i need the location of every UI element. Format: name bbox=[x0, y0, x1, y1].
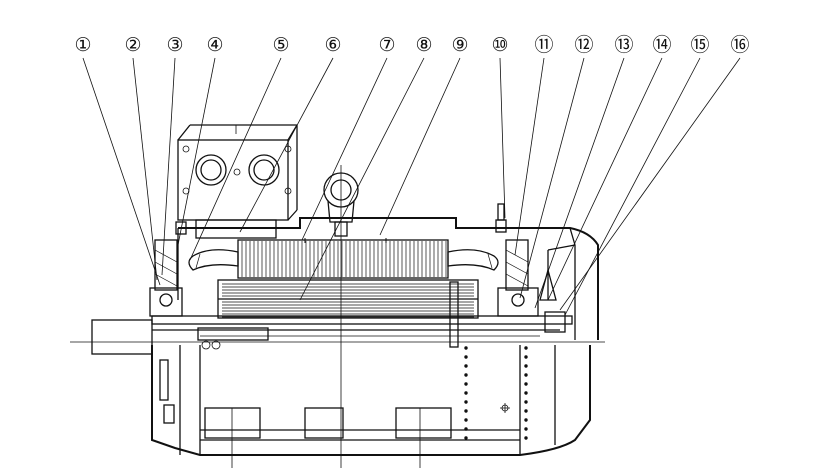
callout-13: ⑬ bbox=[614, 34, 633, 56]
lifting-eye bbox=[323, 172, 359, 237]
stator-core bbox=[237, 238, 449, 279]
fin-dot bbox=[464, 418, 468, 422]
callout-5: ⑤ bbox=[272, 34, 289, 56]
leader-line-7 bbox=[301, 57, 388, 241]
leader-line-2 bbox=[132, 57, 158, 281]
fin-dot bbox=[464, 364, 468, 368]
fin-dot bbox=[464, 436, 468, 440]
rotor bbox=[217, 279, 479, 348]
callout-3: ③ bbox=[166, 34, 183, 56]
callout-2: ② bbox=[124, 34, 141, 56]
fin-dot bbox=[524, 436, 528, 440]
callout-11: ⑪ bbox=[534, 34, 553, 56]
leader-line-11 bbox=[514, 57, 545, 256]
leader-line-5 bbox=[189, 57, 282, 261]
callout-4: ④ bbox=[206, 34, 223, 56]
leader-line-4 bbox=[177, 57, 216, 246]
end-windings bbox=[188, 249, 499, 271]
fin-dot bbox=[524, 355, 528, 359]
fin-dot bbox=[464, 391, 468, 395]
fin-dot bbox=[524, 382, 528, 386]
callout-15: ⑮ bbox=[690, 34, 709, 56]
fin-dot bbox=[464, 400, 468, 404]
leader-line-14 bbox=[547, 57, 663, 301]
leader-line-8 bbox=[299, 57, 425, 301]
drive-end-bearing bbox=[149, 239, 183, 317]
frame-outline bbox=[177, 217, 599, 340]
leader-lines bbox=[82, 57, 741, 316]
leader-line-10 bbox=[499, 57, 506, 219]
shaft bbox=[91, 315, 573, 355]
callout-10: ⑩ bbox=[491, 34, 508, 56]
fin-dot bbox=[464, 409, 468, 413]
fin-dot bbox=[464, 427, 468, 431]
callout-9: ⑨ bbox=[451, 34, 468, 56]
leader-line-3 bbox=[161, 57, 176, 276]
terminal-box bbox=[177, 124, 298, 239]
fin-dot bbox=[524, 427, 528, 431]
fin-dot bbox=[464, 355, 468, 359]
leader-line-12 bbox=[519, 57, 585, 299]
rotor-bars bbox=[222, 283, 474, 318]
callout-7: ⑦ bbox=[378, 34, 395, 56]
leader-line-1 bbox=[82, 57, 161, 286]
bolts bbox=[175, 203, 507, 235]
callout-8: ⑧ bbox=[415, 34, 432, 56]
fin-dot bbox=[524, 364, 528, 368]
callout-6: ⑥ bbox=[324, 34, 341, 56]
fin-dot bbox=[524, 346, 528, 350]
leader-line-13 bbox=[534, 57, 625, 309]
leader-line-9 bbox=[379, 57, 461, 236]
stator-laminations bbox=[241, 241, 447, 277]
fin-dot bbox=[464, 382, 468, 386]
fin-dot bbox=[524, 409, 528, 413]
fin-dot bbox=[524, 400, 528, 404]
cooling-fin-dots bbox=[464, 346, 528, 440]
fin-dot bbox=[464, 373, 468, 377]
non-drive-end-bearing bbox=[497, 239, 566, 333]
callout-14: ⑭ bbox=[652, 34, 671, 56]
fin-dot bbox=[464, 346, 468, 350]
fin-dot bbox=[524, 418, 528, 422]
leader-line-16 bbox=[559, 57, 741, 311]
leader-line-15 bbox=[564, 57, 701, 316]
fin-dot bbox=[524, 391, 528, 395]
callout-12: ⑫ bbox=[574, 34, 593, 56]
callout-1: ① bbox=[74, 34, 91, 56]
fin-dot bbox=[524, 373, 528, 377]
leader-line-6 bbox=[239, 57, 334, 233]
lower-housing bbox=[151, 327, 591, 468]
callout-16: ⑯ bbox=[730, 34, 749, 56]
